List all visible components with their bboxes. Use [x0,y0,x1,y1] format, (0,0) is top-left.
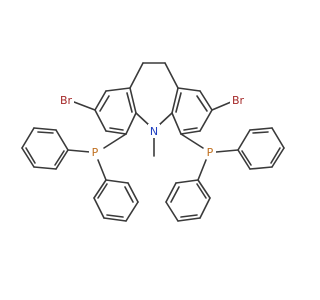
left-aryl-ring [94,87,137,135]
atom-label-n: N [150,125,158,138]
structure-diagram: Br Br N P P [21,62,285,222]
atom-p-right: P [204,145,216,159]
atom-p-left: P [89,145,101,159]
left-p-phenyl-lower [93,159,139,222]
atom-br-right: Br [230,94,246,107]
left-p-phenyl-upper [21,127,91,170]
ethylene-bridge [129,62,179,89]
right-p-phenyl-lower [165,159,211,222]
atom-label-br-right: Br [232,94,245,107]
right-aryl-ring [171,87,213,135]
atom-label-p-right: P [207,146,214,159]
atom-br-left: Br [58,94,74,107]
azepine-n-bonds [135,112,173,157]
molecule-drawing: Br Br N P P [21,62,285,222]
right-p-phenyl-upper [215,127,285,170]
bromo-bonds [73,101,232,111]
atom-n-center: N [148,124,160,138]
atom-label-br-left: Br [60,94,73,107]
atom-label-p-left: P [92,146,99,159]
phosphorus-core-bonds [103,133,204,149]
